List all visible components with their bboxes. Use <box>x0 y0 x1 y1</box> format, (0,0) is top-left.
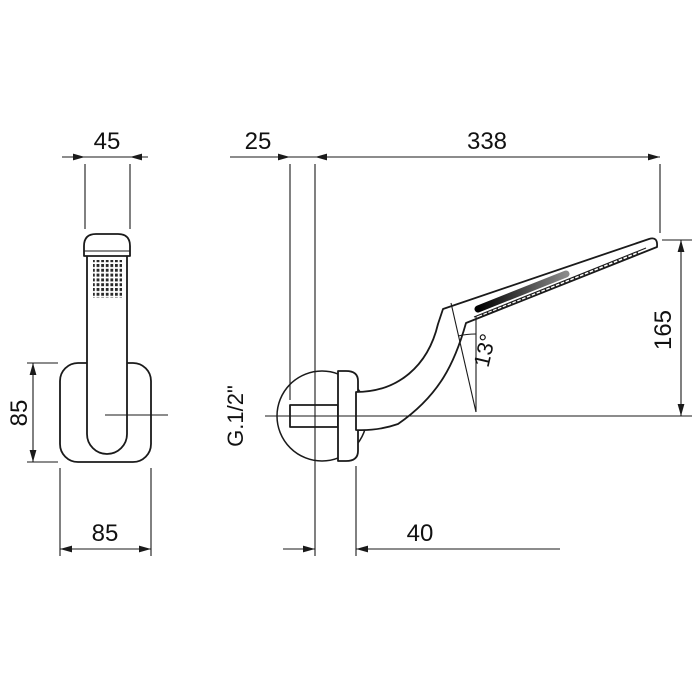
dim-wall-offset-label: 25 <box>245 128 272 155</box>
dim-head-width-label: 45 <box>94 128 121 155</box>
spray-face <box>93 260 122 298</box>
dim-reach-label: 338 <box>467 128 507 155</box>
nozzle-row <box>481 250 641 317</box>
angle-leg-line <box>450 302 477 413</box>
thread-label: G.1/2" <box>223 385 248 447</box>
handshower-body <box>86 253 128 455</box>
dim-flange-depth-label: 40 <box>407 520 434 547</box>
dim-bracket-width-label: 85 <box>92 520 119 547</box>
spray-strip <box>474 270 570 313</box>
front-view: 45 85 85 <box>6 128 168 556</box>
handshower-cap <box>83 233 131 257</box>
side-view: 13° G.1/2" 25 338 165 40 <box>223 128 692 556</box>
dim-bracket-height-label: 85 <box>6 400 33 427</box>
angle-label: 13° <box>469 331 501 369</box>
angle-arc <box>457 333 477 337</box>
shower-arm <box>355 237 658 432</box>
dim-height-label: 165 <box>650 310 677 350</box>
